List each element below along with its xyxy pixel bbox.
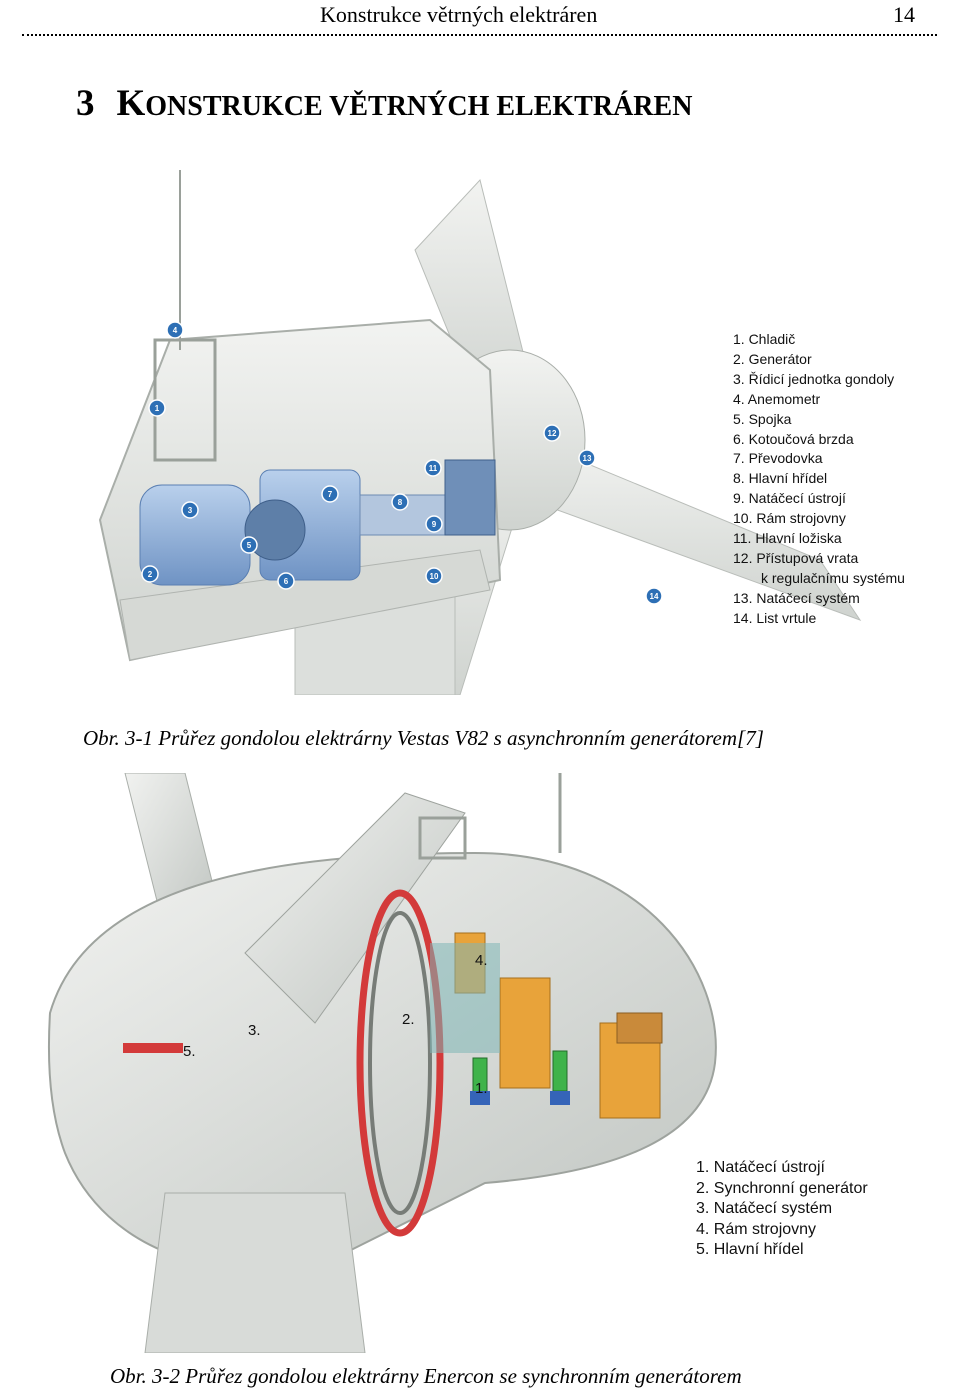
figure2-legend: 1. Natáčecí ústrojí 2. Synchronní generá…	[696, 1158, 868, 1261]
legend1-item: 3. Řídicí jednotka gondoly	[733, 370, 895, 387]
marker-label-5: 5	[247, 541, 252, 550]
legend2-item: 1. Natáčecí ústrojí	[696, 1159, 825, 1176]
marker-2: 2.	[402, 1011, 415, 1028]
marker-14	[645, 587, 663, 605]
legend1-item: 14. List vrtule	[733, 609, 817, 626]
marker-label-8: 8	[398, 498, 403, 507]
marker-label-10: 10	[430, 572, 439, 581]
legend1-item: 8. Hlavní hřídel	[733, 470, 828, 487]
legend1-item: 4. Anemometr	[733, 390, 821, 407]
marker-label-7: 7	[328, 490, 333, 499]
marker-7	[321, 485, 339, 503]
legend2-item: 5. Hlavní hřídel	[696, 1241, 804, 1259]
chapter-first-letter: K	[116, 83, 146, 124]
legend1-item: 11. Hlavní ložiska	[733, 530, 842, 547]
marker-label-4: 4	[173, 326, 178, 335]
marker-1	[148, 399, 166, 417]
marker-13	[578, 449, 596, 467]
header-rule	[22, 34, 937, 36]
header-title: Konstrukce větrných elektráren	[320, 2, 598, 27]
marker-label-13: 13	[583, 454, 592, 463]
marker-11	[424, 459, 442, 477]
page-header: Konstrukce větrných elektráren 14	[0, 0, 960, 36]
marker-2	[141, 565, 159, 583]
marker-1: 1.	[475, 1080, 488, 1097]
marker-label-1: 1	[155, 404, 160, 413]
legend1-item: 5. Spojka	[733, 410, 792, 427]
chapter-title-rest: ONSTRUKCE VĚTRNÝCH ELEKTRÁREN	[145, 91, 693, 122]
marker-8	[391, 493, 409, 511]
legend1-item: 2. Generátor	[733, 350, 812, 367]
figure1-legend: 1. Chladič 2. Generátor 3. Řídicí jednot…	[733, 330, 905, 629]
marker-10	[425, 567, 443, 585]
legend1-item: 10. Rám strojovny	[733, 510, 846, 527]
marker-6	[277, 572, 295, 590]
legend2-item: 4. Rám strojovny	[696, 1220, 817, 1238]
legend1-item: 12. Přístupová vrata	[733, 549, 859, 566]
marker-5	[240, 536, 258, 554]
legend1-item: 13. Natáčecí systém	[733, 589, 860, 606]
legend1-item: k regulačnímu systému	[761, 569, 905, 586]
marker-9	[425, 515, 443, 533]
marker-5: 5.	[183, 1043, 196, 1060]
chapter-number: 3	[76, 83, 95, 124]
marker-label-6: 6	[284, 577, 289, 586]
marker-label-11: 11	[429, 464, 438, 473]
marker-label-14: 14	[650, 592, 659, 601]
legend1-item: 9. Natáčecí ústrojí	[733, 490, 846, 507]
legend1-item: 6. Kotoučová brzda	[733, 430, 854, 447]
marker-3	[181, 501, 199, 519]
marker-3: 3.	[248, 1022, 261, 1039]
marker-label-2: 2	[148, 570, 153, 579]
marker-label-12: 12	[548, 429, 557, 438]
marker-4: 4.	[475, 952, 488, 969]
marker-4	[166, 321, 184, 339]
figure-enercon-nacelle: 1. 2. 3. 4. 5.	[45, 773, 920, 1353]
figure1-caption: Obr. 3-1 Průřez gondolou elektrárny Vest…	[83, 726, 764, 750]
marker-12	[543, 424, 561, 442]
figure2-caption: Obr. 3-2 Průřez gondolou elektrárny Ener…	[110, 1364, 742, 1388]
legend1-item: 1. Chladič	[733, 331, 796, 347]
legend2-item: 2. Synchronní generátor	[696, 1179, 868, 1197]
marker-label-3: 3	[188, 506, 193, 515]
marker-label-9: 9	[432, 520, 437, 529]
legend1-item: 7. Převodovka	[733, 450, 823, 467]
legend2-item: 3. Natáčecí systém	[696, 1200, 833, 1218]
enercon-illustration: 1. 2. 3. 4. 5.	[47, 773, 717, 1353]
page-number: 14	[893, 2, 915, 27]
